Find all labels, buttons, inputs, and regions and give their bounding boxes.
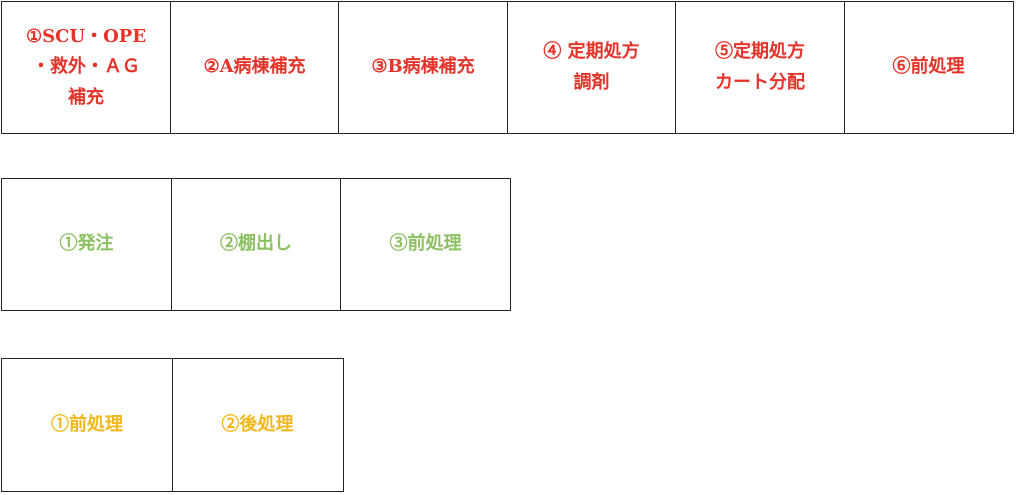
green-step-box-1: ①発注 [1,178,172,311]
green-step-box-2: ②棚出し [170,178,342,311]
green-step-row: ①発注 ②棚出し ③前処理 [1,178,511,311]
red-step-box-1: ①SCU・OPE ・救外・ＡＧ 補充 [1,1,171,134]
yellow-step-box-2: ②後処理 [171,358,344,492]
red-step-box-2: ②A病棟補充 [169,1,340,134]
red-step-box-5: ⑤定期処方 カート分配 [675,1,845,134]
red-step-box-3: ③B病棟補充 [338,1,508,134]
green-step-box-3: ③前処理 [340,178,511,311]
red-step-row: ①SCU・OPE ・救外・ＡＧ 補充 ②A病棟補充 ③B病棟補充 ④ 定期処方 … [1,1,1014,134]
red-step-box-4: ④ 定期処方 調剤 [506,1,677,134]
red-step-box-6: ⑥前処理 [843,1,1014,134]
yellow-step-row: ①前処理 ②後処理 [1,358,344,492]
yellow-step-box-1: ①前処理 [1,358,173,492]
